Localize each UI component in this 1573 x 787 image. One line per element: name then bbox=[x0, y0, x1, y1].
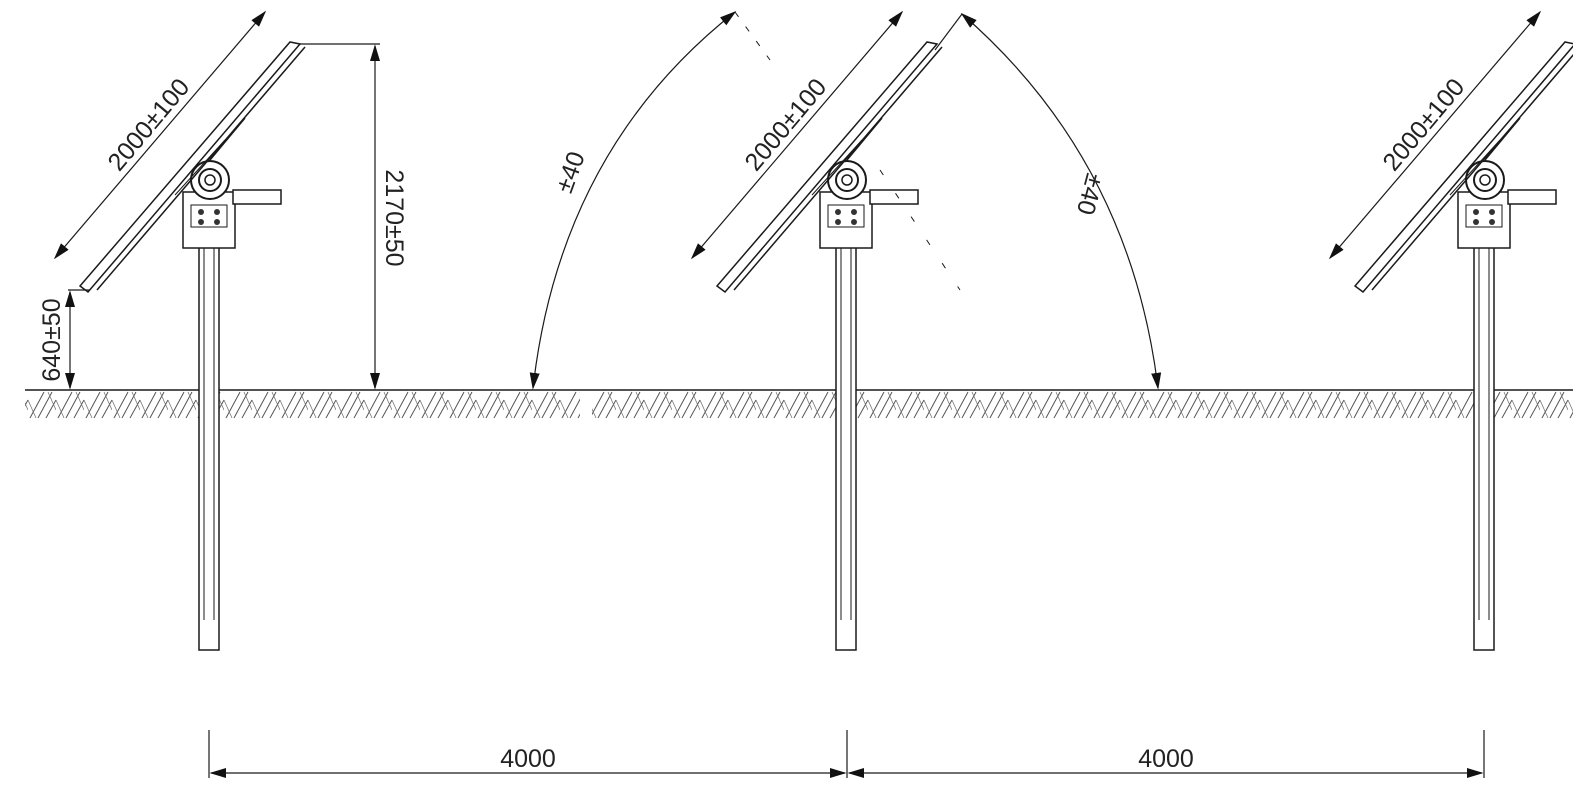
panel-length-dim-3 bbox=[1328, 10, 1542, 260]
panel-length-label-1: 2000±100 bbox=[102, 73, 195, 176]
tilt-ref-line-right bbox=[934, 13, 963, 51]
panel-length-label-3: 2000±100 bbox=[1377, 73, 1470, 176]
top-height-label: 2170±50 bbox=[380, 169, 408, 266]
tilt-ref-dash-right bbox=[879, 169, 961, 291]
spacing-label-1: 4000 bbox=[500, 745, 556, 773]
tracker-unit-3 bbox=[1354, 41, 1573, 651]
ground-hatch-left bbox=[25, 390, 580, 420]
tracker-unit-2 bbox=[716, 41, 943, 651]
tracker-unit-1 bbox=[79, 41, 306, 651]
bottom-height-label: 640±50 bbox=[38, 298, 66, 381]
tilt-arc-right bbox=[960, 12, 1162, 390]
spacing-label-2: 4000 bbox=[1138, 745, 1194, 773]
ground-hatch-right bbox=[592, 390, 1573, 420]
panel-length-dim-1 bbox=[53, 10, 267, 260]
tilt-arc-left bbox=[529, 10, 737, 390]
tilt-label-right: ±40 bbox=[1071, 170, 1109, 217]
tilt-label-left: ±40 bbox=[550, 148, 591, 197]
tilt-ref-line-left bbox=[734, 11, 771, 61]
panel-length-label-2: 2000±100 bbox=[739, 73, 832, 176]
